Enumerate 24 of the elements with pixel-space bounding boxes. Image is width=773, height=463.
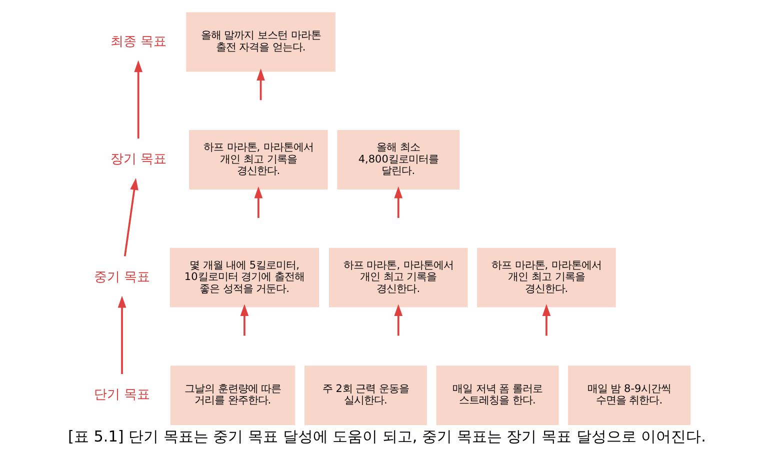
- arrow: [254, 186, 262, 218]
- node-box: 하프 마라톤, 마라톤에서 개인 최고 기록을 경신한다.: [328, 248, 468, 308]
- arrow: [117, 296, 126, 374]
- caption: [표 5.1] 단기 목표는 중기 목표 달성에 도움이 되고, 중기 목표는 장기 목표 달성으로 이어진다.: [68, 427, 706, 446]
- node-text: 장기 목표: [110, 152, 166, 168]
- node-box: 그날의 훈련량에 따른 거리를 완주한다.: [170, 366, 295, 426]
- arrow: [256, 68, 264, 100]
- node-box: 매일 저녁 폼 롤러로 스트레칭을 한다.: [436, 366, 558, 426]
- node-text: 단기 목표: [93, 388, 150, 403]
- node-box: 올해 최소 4,800킬로미터를 달린다.: [336, 130, 460, 190]
- node-box: 하프 마라톤, 마라톤에서 개인 최고 기록을 경신한다.: [476, 248, 616, 308]
- arrow: [542, 304, 550, 336]
- arrow: [394, 186, 402, 218]
- node-box: 올해 말까지 보스턴 마라톤 출전 자격을 얻는다.: [186, 12, 335, 72]
- arrow: [134, 60, 142, 139]
- arrow: [123, 178, 138, 256]
- node-box: 하프 마라톤, 마라톤에서 개인 최고 기록을 경신한다.: [188, 130, 328, 190]
- arrow: [240, 304, 248, 336]
- node-text: 중기 목표: [93, 270, 150, 285]
- node-box: 주 2회 근력 운동을 실시한다.: [304, 366, 426, 426]
- node-box: 몇 개월 내에 5킬로미터, 10킬로미터 경기에 출전해 좋은 성적을 거둔다.: [169, 248, 319, 308]
- node-text: 최종 목표: [110, 34, 166, 50]
- node-box: 매일 밤 8-9시간씩 수면을 취한다.: [568, 366, 690, 426]
- arrow: [394, 304, 402, 336]
